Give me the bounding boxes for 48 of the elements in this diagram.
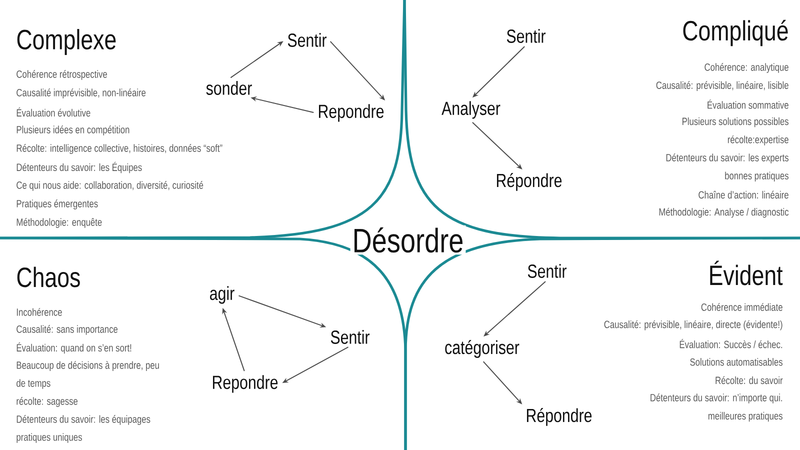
action-word: Repondre bbox=[318, 104, 384, 122]
list-item: Évaluation: Succès / échec. bbox=[680, 339, 782, 348]
list-item: Causalité imprévisible, non-linéaire bbox=[16, 88, 146, 98]
list-item: Évaluation: quand on s’en sort! bbox=[16, 342, 132, 354]
list-item: Plusieurs solutions possibles bbox=[682, 117, 788, 128]
list-item: Pratiques émergentes bbox=[16, 200, 98, 210]
action-word: Sentir bbox=[528, 264, 567, 278]
list-item: Évaluation sommative bbox=[708, 100, 788, 109]
list-item: récolte:expertise bbox=[728, 135, 788, 146]
list-item: Plusieurs idées en compétition bbox=[16, 126, 130, 136]
action-word: Analyser bbox=[442, 101, 500, 119]
list-item: Chaîne d’action: linéaire bbox=[698, 190, 788, 199]
list-item: Solutions automatisables bbox=[690, 358, 782, 366]
action-word: sonder bbox=[206, 81, 252, 95]
heading: Compliqué bbox=[683, 20, 788, 46]
action-word: Sentir bbox=[288, 33, 327, 47]
action-word: Repondre bbox=[212, 375, 278, 393]
action-word: agir bbox=[210, 286, 234, 304]
list-item: meilleures pratiques bbox=[708, 412, 782, 422]
action-word: Sentir bbox=[330, 330, 370, 344]
heading: Désordre bbox=[350, 225, 466, 255]
list-item: Méthodologie: enquête bbox=[16, 218, 102, 228]
heading: Chaos bbox=[17, 266, 80, 288]
list-item: Évaluation évolutive bbox=[16, 107, 90, 117]
list-item: récolte: sagesse bbox=[16, 397, 78, 407]
action-word: catégoriser bbox=[445, 340, 520, 358]
list-item: Détenteurs du savoir: n’importe qui. bbox=[650, 394, 782, 404]
list-item: Cohérence rétrospective bbox=[16, 70, 107, 80]
action-word: Sentir bbox=[506, 29, 546, 43]
list-item: bonnes pratiques bbox=[725, 172, 788, 182]
list-item: Méthodologie: Analyse / diagnostic bbox=[659, 208, 789, 218]
action-word: Répondre bbox=[526, 408, 592, 426]
list-item: Causalité: prévisible, linéaire, directe (évidente!) bbox=[604, 320, 782, 330]
list-item: Détenteurs du savoir: les experts bbox=[666, 154, 788, 164]
heading: Évident bbox=[710, 260, 783, 286]
list-item: Causalité: sans importance bbox=[16, 325, 118, 335]
list-item: Récolte: du savoir bbox=[716, 376, 783, 384]
list-item: Incohérence bbox=[16, 308, 62, 316]
list-item: Détenteurs du savoir: les Équipes bbox=[16, 162, 142, 174]
action-word: Répondre bbox=[496, 173, 562, 191]
list-item: Cohérence: analytique bbox=[704, 63, 788, 73]
list-item: Récolte: intelligence collective, histoires, données “soft” bbox=[16, 144, 222, 154]
list-item: Cohérence immédiate bbox=[701, 303, 782, 311]
list-item: Ce qui nous aide: collaboration, diversité, curiosité bbox=[16, 181, 204, 191]
list-item: Causalité: prévisible, linéaire, lisible bbox=[656, 81, 788, 92]
list-item: pratiques uniques bbox=[16, 433, 82, 443]
heading: Complexe bbox=[17, 29, 116, 55]
list-item: Détenteurs du savoir: les équipages bbox=[16, 415, 150, 425]
